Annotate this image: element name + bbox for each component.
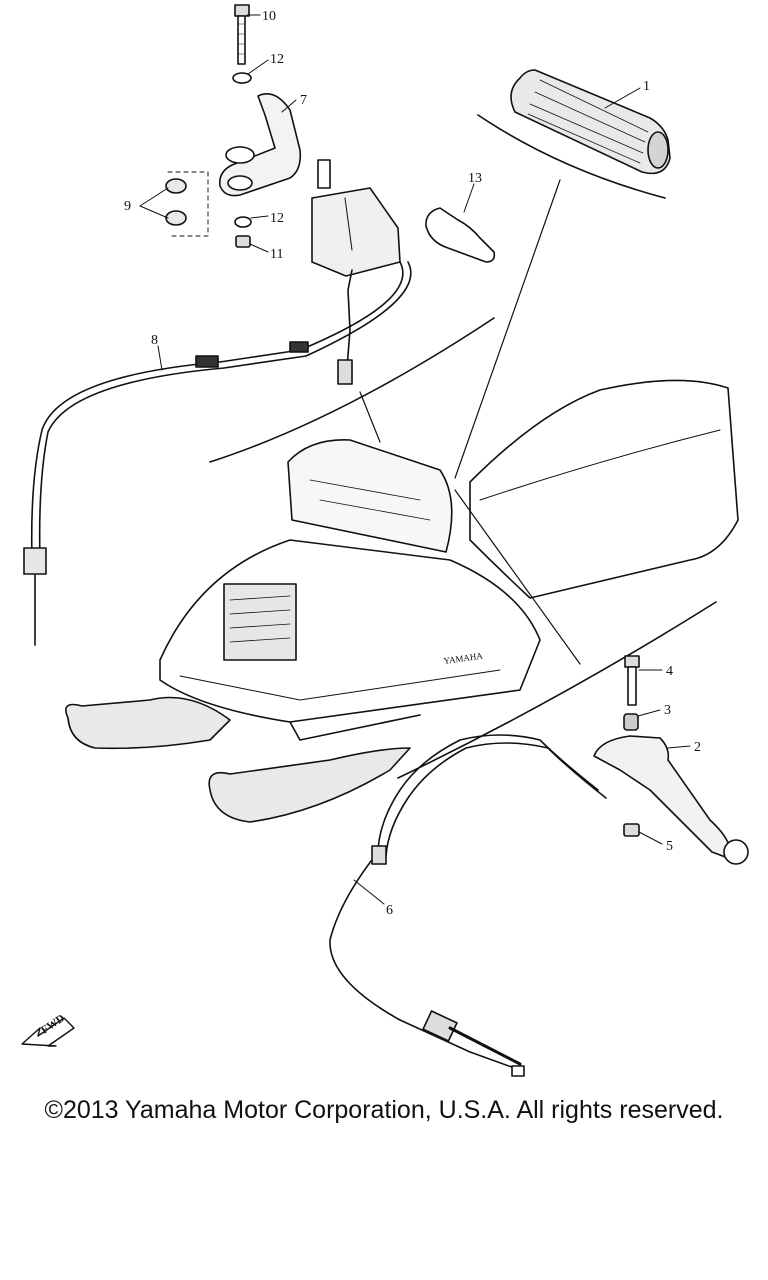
throttle-housing	[311, 159, 401, 385]
nut-part-11	[235, 235, 251, 248]
grip-part	[510, 69, 671, 175]
parts-diagram: YAMAHA 1 2 3 4 5 6 7 8 9 10 11 12 12 13 …	[21, 4, 749, 1077]
throttle-cable-part-8	[23, 261, 412, 646]
nut-part-5	[623, 823, 640, 837]
section-divider-top-left	[209, 317, 495, 463]
brake-cable-part-6	[329, 734, 607, 1077]
section-divider-bottom	[397, 601, 717, 779]
callout-11: 11	[270, 247, 283, 262]
callout-8: 8	[151, 333, 158, 348]
copyright-notice: ©2013 Yamaha Motor Corporation, U.S.A. A…	[44, 1096, 724, 1124]
damper-part-9	[165, 171, 209, 237]
callout-1: 1	[643, 79, 650, 94]
callout-12-lower: 12	[270, 211, 284, 226]
bolt-part-10	[234, 4, 250, 65]
clip-part-13	[425, 207, 496, 263]
snowmobile-body	[65, 379, 739, 823]
callout-9: 9	[124, 199, 131, 214]
washer-part-12-top	[232, 72, 252, 84]
callout-7: 7	[300, 93, 307, 108]
brake-lever-part-2	[593, 735, 731, 859]
fwd-arrow-icon: FWD	[21, 1012, 75, 1047]
callout-2: 2	[694, 740, 701, 755]
callout-5: 5	[666, 839, 673, 854]
leader-housing	[359, 391, 381, 443]
callout-12-upper: 12	[270, 52, 284, 67]
bracket-part-7	[218, 93, 302, 197]
section-divider-top-right	[477, 114, 666, 199]
bolt-part-4	[624, 655, 640, 668]
callout-6: 6	[386, 903, 393, 918]
callout-13: 13	[468, 171, 482, 186]
callout-4: 4	[666, 664, 673, 679]
collar-part-3	[623, 713, 639, 731]
callout-3: 3	[664, 703, 671, 718]
leader-grip	[454, 179, 561, 479]
callout-10: 10	[262, 9, 276, 24]
washer-part-12-lower	[234, 216, 252, 228]
lever-assembly	[593, 655, 749, 865]
